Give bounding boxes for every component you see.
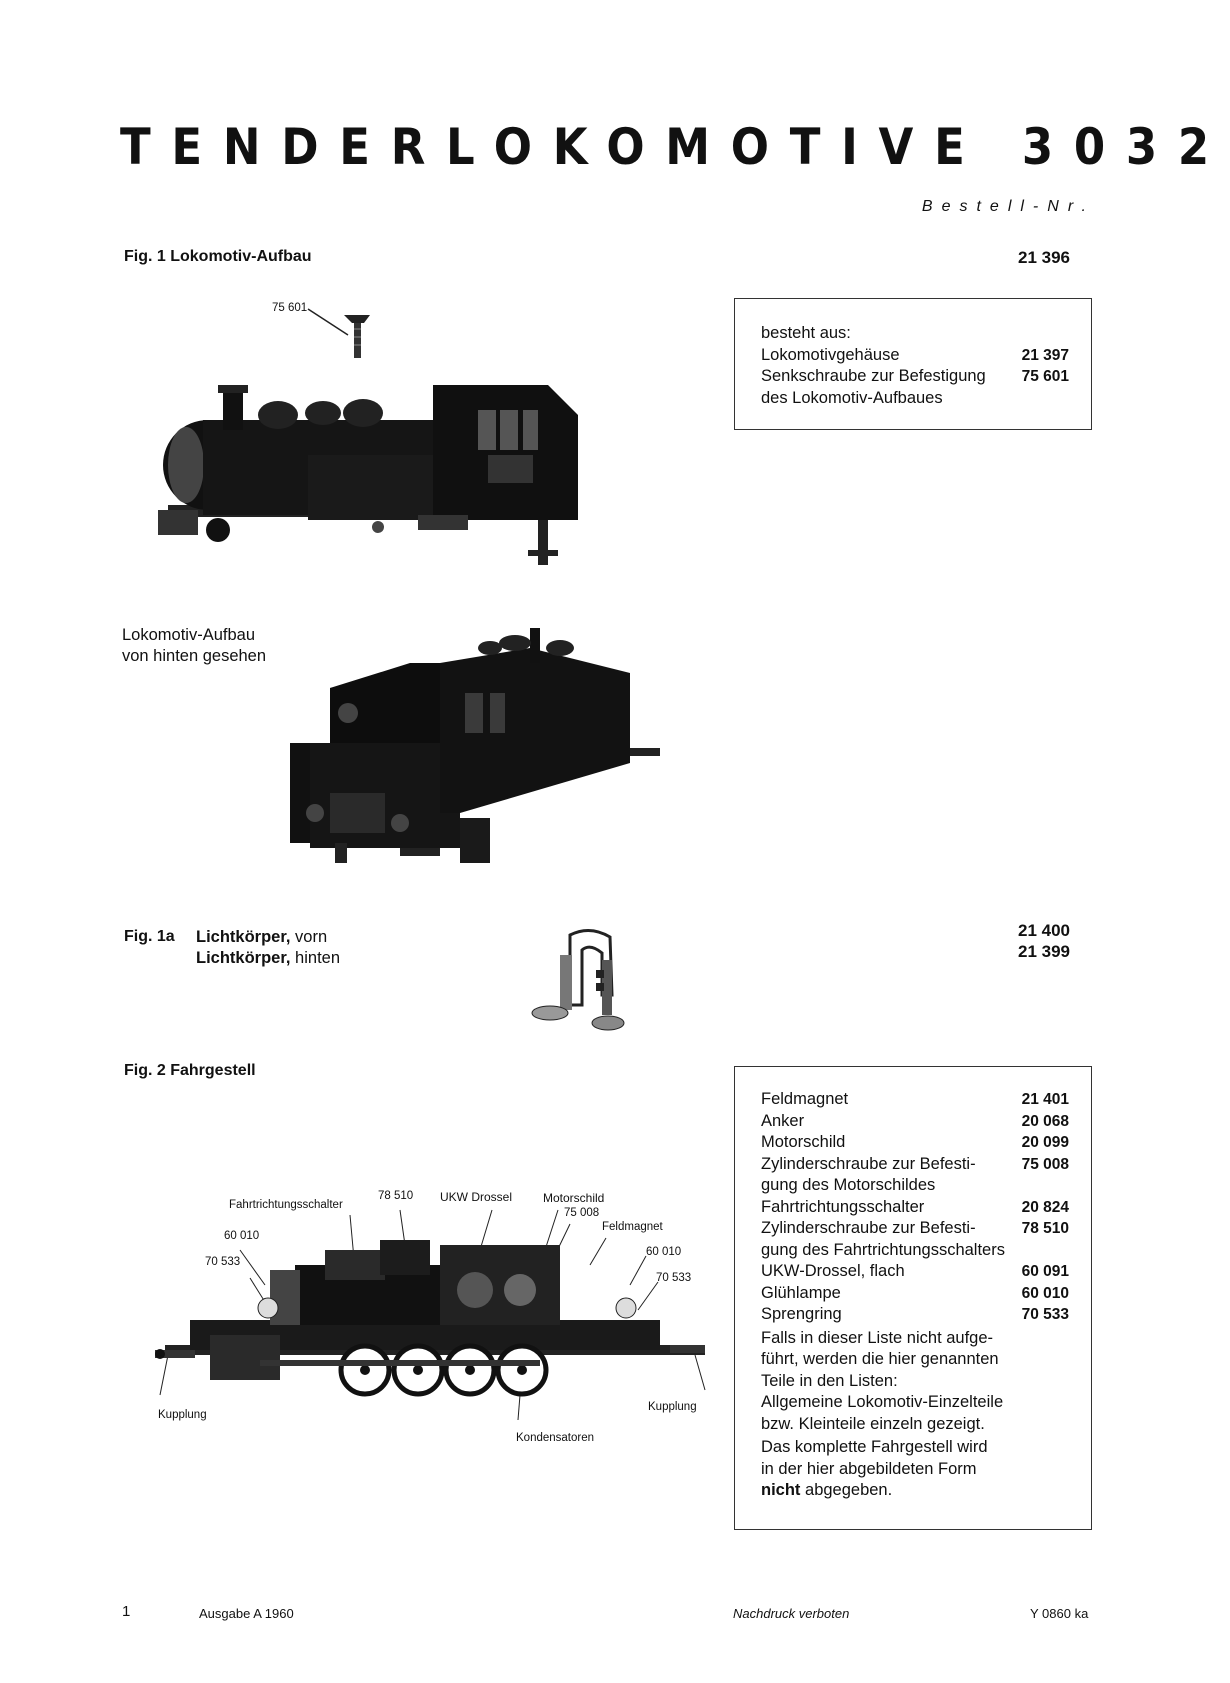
fig1a-label: Fig. 1a: [124, 928, 175, 945]
chassis-illustration: [155, 1209, 706, 1421]
fig2-label: Fig. 2 Fahrgestell: [124, 1062, 256, 1079]
screw-callout: 75 601: [272, 302, 308, 314]
rear-view-caption: Lokomotiv-Aufbau von hinten gesehen: [122, 626, 267, 665]
list-item: Zylinderschraube zur Befesti-75 008: [761, 1154, 1069, 1173]
callout-70533-right: 70 533: [656, 1272, 692, 1284]
light-body-illustration: [531, 929, 625, 1031]
edition: Ausgabe A 1960: [199, 1606, 294, 1621]
fig1a-part-numbers: 21 400 21 399: [1018, 921, 1070, 961]
callout-kupplung-left: Kupplung: [158, 1409, 207, 1421]
callout-ukw-drossel: UKW Drossel: [440, 1190, 513, 1204]
bestell-nr-label: Bestell-Nr.: [921, 198, 1095, 215]
locomotive-body-front-illustration: [158, 385, 578, 565]
list-item: gung des Fahrtrichtungsschalters: [761, 1240, 1005, 1259]
callout-78510: 78 510: [378, 1190, 414, 1202]
document-code: Y 0860 ka: [1030, 1606, 1089, 1621]
callout-70533-left: 70 533: [205, 1256, 241, 1268]
note-2: Das komplette Fahrgestell wird in der hi…: [761, 1438, 988, 1499]
callout-kondensatoren: Kondensatoren: [516, 1432, 595, 1444]
fig1a-items: Lichtkörper, vorn Lichtkörper, hinten: [196, 928, 341, 967]
callout-75008: 75 008: [564, 1207, 600, 1219]
callout-kupplung-right: Kupplung: [648, 1401, 697, 1413]
list-item: Zylinderschraube zur Befesti-78 510: [761, 1219, 1069, 1237]
page-number: 1: [122, 1603, 131, 1620]
callout-60010-right: 60 010: [646, 1246, 682, 1258]
locomotive-body-rear-illustration: [290, 628, 660, 863]
callout-feldmagnet: Feldmagnet: [602, 1221, 663, 1233]
fig1-part-number: 21 396: [1018, 248, 1070, 267]
screw-illustration: [307, 308, 370, 358]
callout-fahrtrichtungsschalter: Fahrtrichtungsschalter: [229, 1199, 343, 1211]
list-item: des Lokomotiv-Aufbaues: [761, 388, 943, 407]
page-title: TENDERLOKOMOTIVE 3032: [120, 118, 1230, 176]
list-item: gung des Motorschildes: [761, 1176, 936, 1194]
note-1: Falls in dieser Liste nicht aufge- führt…: [761, 1328, 1004, 1433]
reprint-notice: Nachdruck verboten: [733, 1606, 850, 1621]
box-intro: besteht aus:: [761, 324, 851, 342]
fig1-label: Fig. 1 Lokomotiv-Aufbau: [124, 248, 312, 265]
callout-60010-left: 60 010: [224, 1230, 260, 1242]
callout-motorschild: Motorschild: [543, 1191, 605, 1205]
